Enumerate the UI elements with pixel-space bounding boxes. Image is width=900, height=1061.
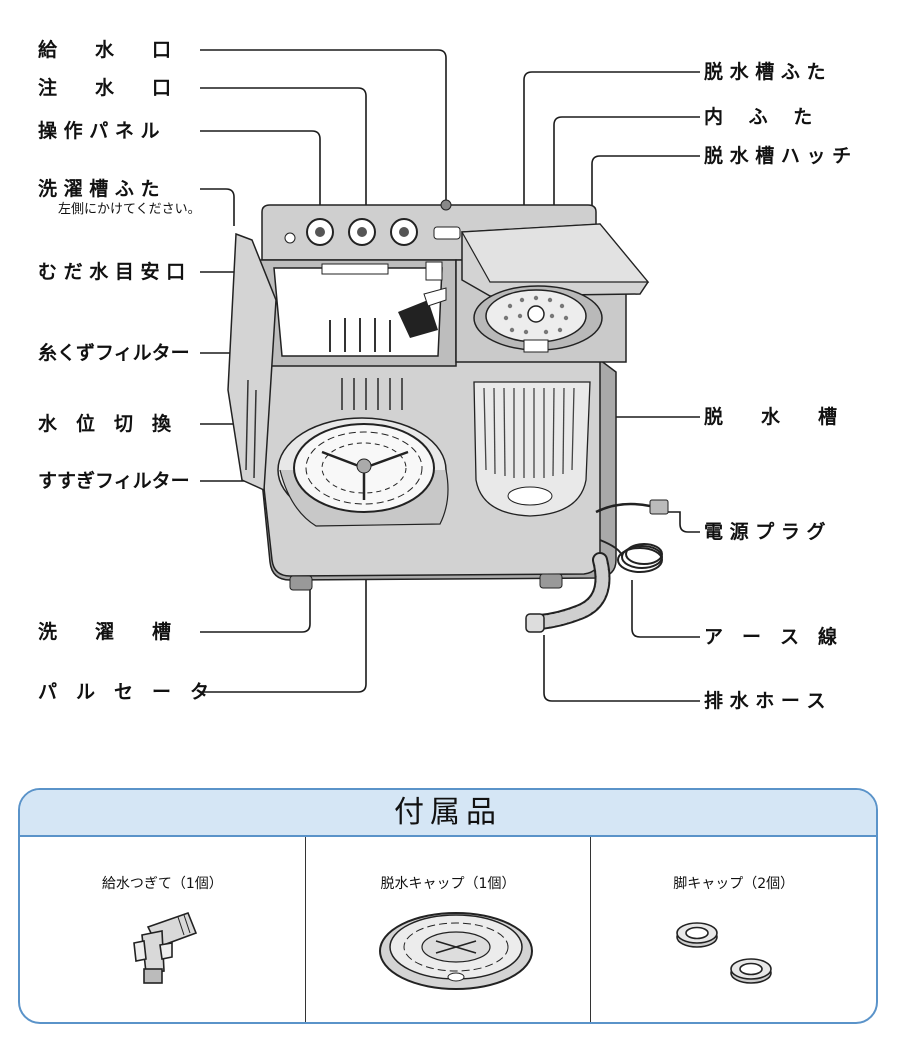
label-wash-tub: 洗 濯 槽 [38,621,172,643]
label-water-pour-inlet: 注 水 口 [38,77,172,99]
machine-body [227,199,669,633]
label-water-supply-inlet: 給 水 口 [38,39,172,61]
label-lint-filter: 糸くずフィルター [38,342,190,364]
accessory-water-supply-joint: 給水つぎて（1個） [20,837,306,1022]
accessory-foot-cap: 脚キャップ（2個） [591,837,876,1022]
label-spin-tub-lid: 脱 水 槽 ふ た [704,61,826,83]
label-wash-tub-lid-note: 左側にかけてください。 [58,202,201,217]
label-spin-tub-hatch: 脱 水 槽 ハ ッ チ [704,145,852,167]
water-joint-icon [133,911,198,984]
label-pulsator: パ ル セ ー タ [38,681,210,703]
foot-cap-icon [676,922,773,984]
accessory-spin-cap: 脱水キャップ（1個） [306,837,592,1022]
accessory-name: 脱水キャップ（1個） [380,876,516,892]
label-drain-hose: 排 水 ホ ー ス [704,690,826,712]
washing-machine-diagram [200,49,700,702]
label-water-level-switch: 水 位 切 換 [38,413,172,435]
label-inner-lid: 内 ふ た [704,106,813,128]
label-wash-tub-lid: 洗 濯 槽 ふ た [38,178,160,200]
label-control-panel: 操 作 パ ネ ル [38,120,160,142]
accessory-name: 脚キャップ（2個） [673,876,795,892]
spin-cap-icon [378,912,533,990]
label-waste-water-guide: む だ 水 目 安 口 [38,261,186,283]
accessories-title: 付属品 [20,790,876,837]
accessory-name: 給水つぎて（1個） [101,876,223,892]
label-spin-tub: 脱 水 槽 [704,406,838,428]
label-ground-wire: ア ー ス 線 [704,626,838,648]
label-rinse-filter: すすぎフィルター [38,470,190,492]
label-power-plug: 電 源 プ ラ グ [704,521,826,543]
accessories-panel: 付属品 給水つぎて（1個） 脱水キャップ（1個） [18,788,878,1024]
